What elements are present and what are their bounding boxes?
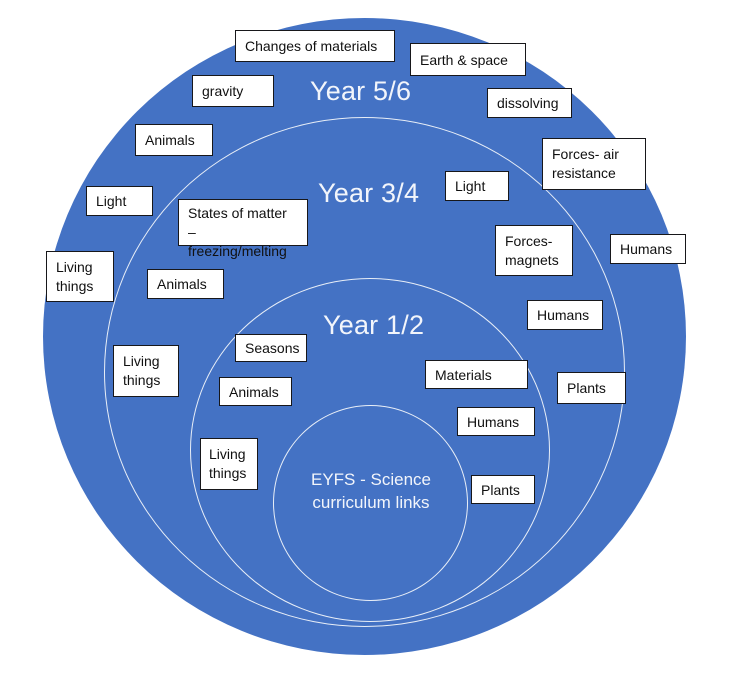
topic-label: Light xyxy=(455,178,486,194)
ring-eyfs xyxy=(273,405,468,601)
topic-box-forces-air-resistance[interactable]: Forces- air resistance xyxy=(542,138,646,190)
ring-title-eyfs: EYFS - Science curriculum links xyxy=(311,470,431,512)
ring-title-year-1-2: Year 1/2 xyxy=(323,310,425,340)
topic-box-earth-and-space[interactable]: Earth & space xyxy=(410,43,526,76)
topic-label-line2: magnets xyxy=(505,252,559,268)
topic-box-states-of-matter[interactable]: States of matter – freezing/melting xyxy=(178,199,308,259)
ring-title-year-5-6: Year 5/6 xyxy=(310,76,412,106)
topic-box-seasons[interactable]: Seasons xyxy=(235,334,307,362)
topic-label-line1: Living xyxy=(56,259,93,275)
topic-label-line1: Living xyxy=(123,353,160,369)
topic-label: Animals xyxy=(145,132,195,148)
topic-label-line2: things xyxy=(123,372,161,388)
topic-box-plants-right[interactable]: Plants xyxy=(557,372,626,404)
topic-box-living-things-inner[interactable]: Living things xyxy=(200,438,258,490)
topic-label: Humans xyxy=(537,307,590,323)
topic-box-living-things-far-left[interactable]: Living things xyxy=(46,251,114,302)
topic-box-plants-inner[interactable]: Plants xyxy=(471,475,535,504)
topic-label: Earth & space xyxy=(420,51,508,68)
topic-label: Plants xyxy=(481,481,520,498)
topic-label: Animals xyxy=(229,383,279,400)
topic-label-line2: resistance xyxy=(552,165,616,181)
topic-label: Humans xyxy=(467,413,520,430)
topic-label: Plants xyxy=(567,380,606,396)
topic-label-line1: Forces- xyxy=(505,233,553,249)
topic-label: Animals xyxy=(157,276,207,292)
topic-label: Seasons xyxy=(245,340,300,356)
ring-year-1-2 xyxy=(190,278,550,622)
topic-box-humans-far-right[interactable]: Humans xyxy=(610,234,686,264)
topic-label: Materials xyxy=(435,366,492,383)
topic-label: gravity xyxy=(202,83,244,99)
topic-box-light-left-outer[interactable]: Light xyxy=(86,186,153,216)
topic-label: Light xyxy=(96,193,127,209)
topic-box-forces-magnets[interactable]: Forces- magnets xyxy=(495,225,573,276)
topic-label-line1: Forces- air xyxy=(552,146,619,162)
topic-box-dissolving[interactable]: dissolving xyxy=(487,88,572,118)
topic-box-materials[interactable]: Materials xyxy=(425,360,528,389)
topic-box-humans-inner[interactable]: Humans xyxy=(457,407,535,436)
topic-box-animals-inner[interactable]: Animals xyxy=(219,377,292,406)
topic-box-changes-of-materials[interactable]: Changes of materials xyxy=(235,30,395,62)
topic-label-line2: things xyxy=(209,465,247,481)
topic-label-line1: Living xyxy=(209,446,246,462)
topic-box-animals-mid[interactable]: Animals xyxy=(147,269,224,299)
topic-label-line2: things xyxy=(56,278,94,294)
topic-label: dissolving xyxy=(497,95,559,111)
topic-box-living-things-mid-left[interactable]: Living things xyxy=(113,345,179,397)
topic-box-light-right[interactable]: Light xyxy=(445,171,509,201)
topic-label: Humans xyxy=(620,241,673,257)
topic-label: Changes of materials xyxy=(245,38,378,54)
topic-box-animals-outer[interactable]: Animals xyxy=(135,124,213,156)
topic-box-gravity[interactable]: gravity xyxy=(192,75,274,107)
topic-label-line1: States of matter – xyxy=(188,205,287,240)
ring-title-year-3-4: Year 3/4 xyxy=(318,178,420,208)
topic-box-humans-mid-right[interactable]: Humans xyxy=(527,300,603,330)
topic-label-line2: freezing/melting xyxy=(188,243,287,259)
